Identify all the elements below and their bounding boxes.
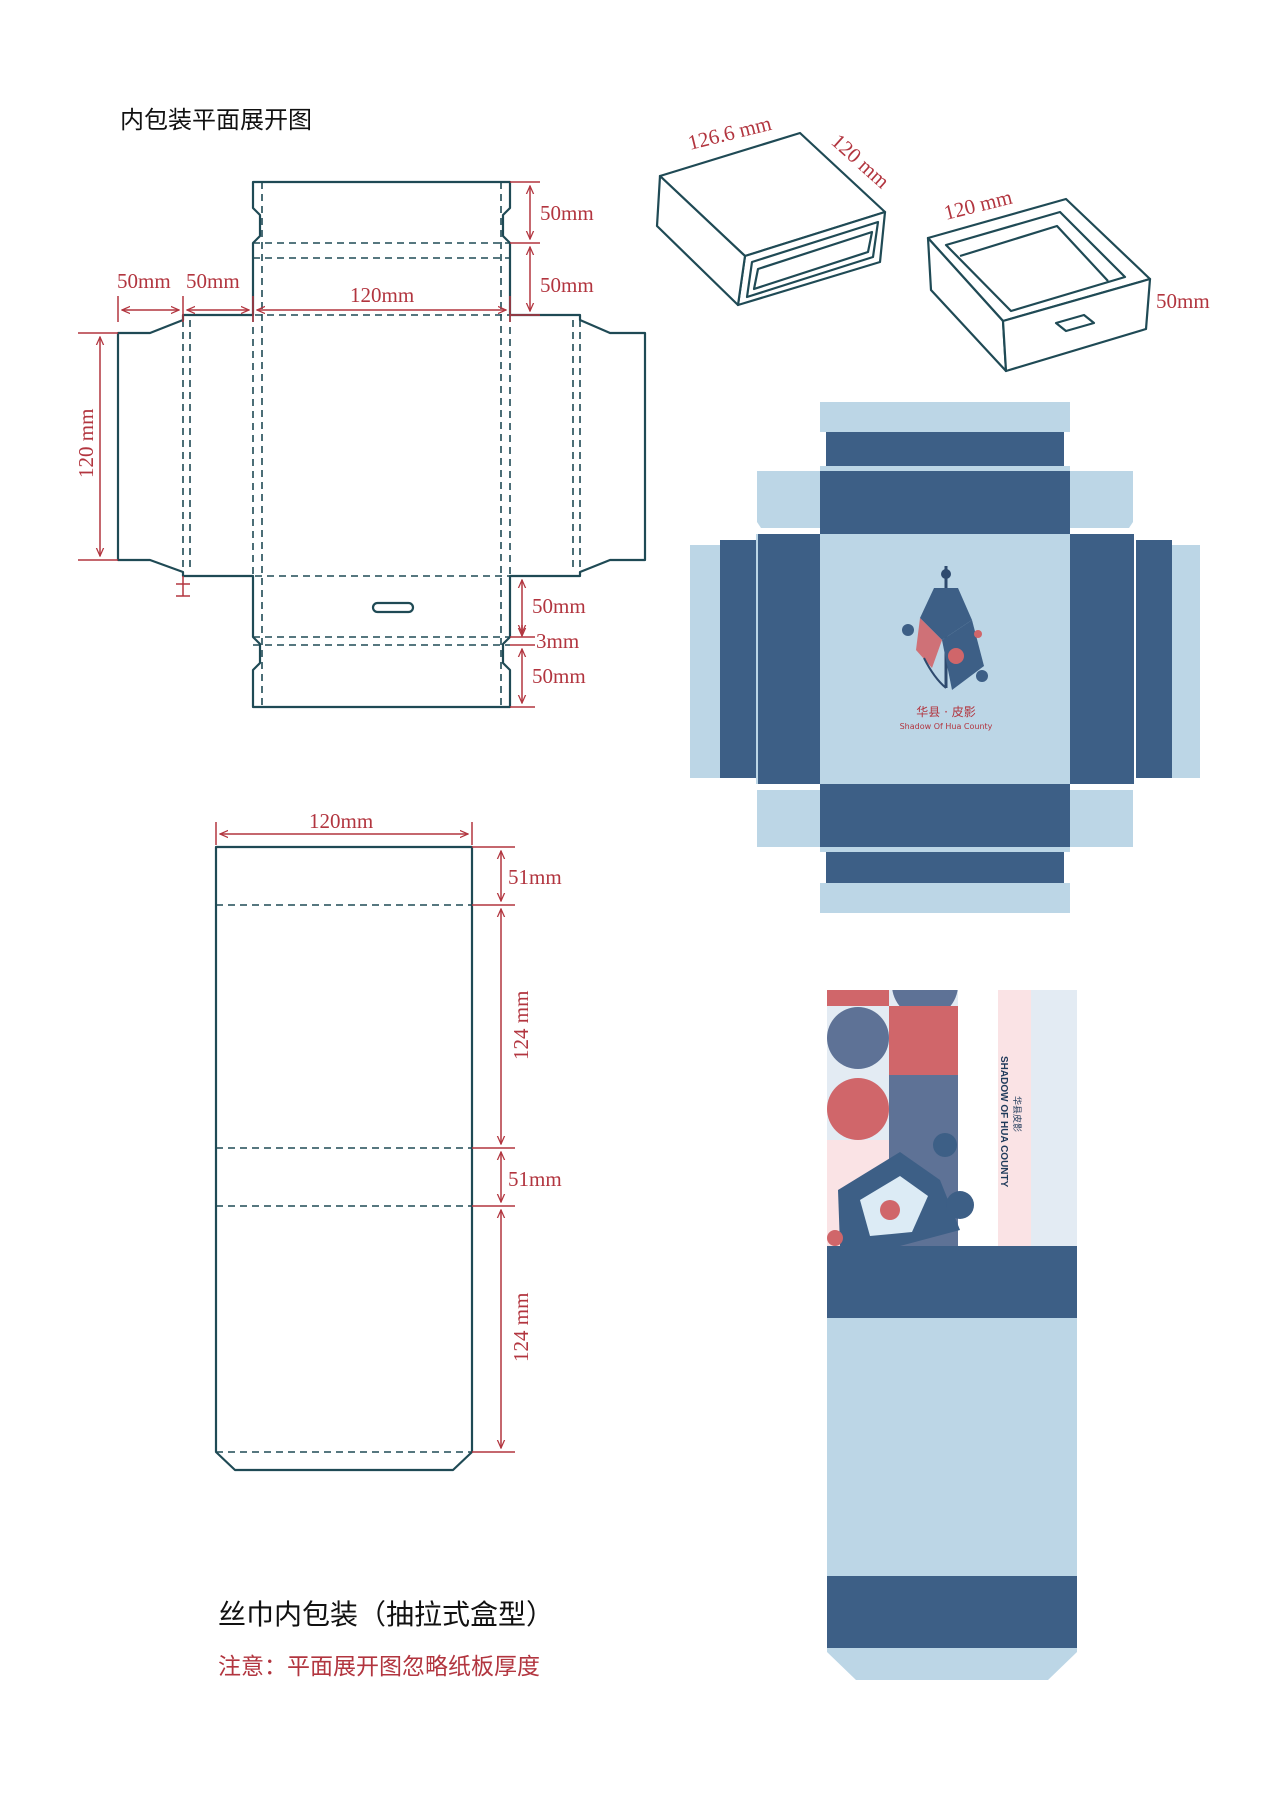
drawer-pull-slot: [371, 601, 415, 614]
dim-sleeve-seg3: 51mm: [508, 1167, 562, 1191]
dim-drawer-height: 120 mm: [74, 409, 98, 478]
dieline-thickness-note: 注意：平面展开图忽略纸板厚度: [218, 1654, 540, 1680]
sleeve-dieline-outline: [214, 845, 474, 1472]
sleeve-package-title: 丝巾内包装（抽拉式盒型）: [218, 1598, 554, 1631]
drawer-box-3d: 120 mm 50mm: [926, 185, 1210, 373]
dim-sleeve-seg1: 51mm: [508, 865, 562, 889]
dim-sleeve-seg4: 124 mm: [509, 1293, 533, 1362]
dim-drawer-width: 120mm: [350, 283, 414, 307]
sleeve-dieline: [214, 845, 474, 1472]
drawer-color-layout: 华县 · 皮影 Shadow Of Hua County: [690, 402, 1200, 913]
dim-sleeve-seg2: 124 mm: [509, 991, 533, 1060]
sleeve-box-3d: 126.6 mm 120 mm: [655, 111, 894, 307]
sleeve-dimensions: 120mm 51mm 124 mm 51mm 124 mm: [215, 809, 562, 1453]
drawer-dieline-title: 内包装平面展开图: [120, 106, 312, 134]
dim-sleeve-flat-width: 120mm: [309, 809, 373, 833]
shadow-puppet-emblem: [902, 566, 988, 690]
dim-left-inner: 50mm: [186, 269, 240, 293]
dim-gap: 3mm: [536, 629, 579, 653]
dim-bottom-flap: 50mm: [532, 664, 586, 688]
dim-drawer3d-height: 50mm: [1156, 289, 1210, 313]
dim-bottom-side: 50mm: [532, 594, 586, 618]
sleeve-en-text: SHADOW OF HUA COUNTY: [998, 1056, 1009, 1188]
sleeve-artwork: [827, 990, 1077, 1246]
dim-left-outer: 50mm: [117, 269, 171, 293]
dim-top-side: 50mm: [540, 273, 594, 297]
emblem-en-name: Shadow Of Hua County: [900, 722, 993, 731]
emblem-cn-name: 华县 · 皮影: [916, 705, 975, 719]
sleeve-cn-text: 华县皮影: [1011, 1096, 1023, 1132]
sleeve-color-layout: SHADOW OF HUA COUNTY 华县皮影: [827, 990, 1077, 1680]
dim-top-flap: 50mm: [540, 201, 594, 225]
drawer-dimensions: 50mm 50mm 50mm 50mm 120mm 120 mm 50mm 3m…: [74, 181, 594, 708]
